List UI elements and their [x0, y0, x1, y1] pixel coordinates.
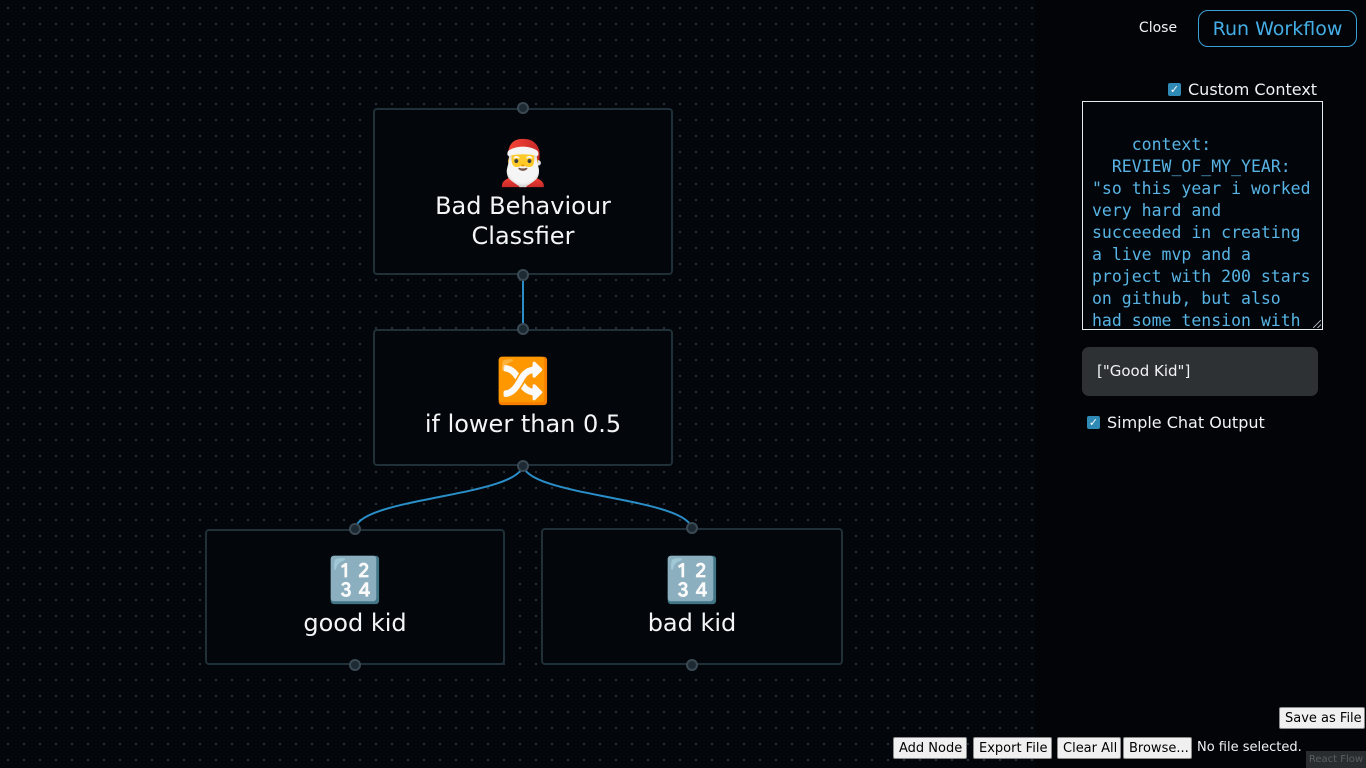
edge-condition-to-good-kid[interactable] — [354, 463, 524, 531]
node-label: bad kid — [647, 608, 737, 637]
simple-chat-output-toggle[interactable]: ✓ Simple Chat Output — [1087, 413, 1265, 432]
workflow-output: ["Good Kid"] — [1082, 347, 1318, 396]
close-button[interactable]: Close — [1138, 17, 1178, 39]
source-handle[interactable] — [349, 659, 361, 671]
clear-all-button[interactable]: Clear All — [1057, 737, 1121, 759]
shuffle-icon: 🔀 — [495, 355, 551, 407]
node-label: good kid — [303, 609, 407, 637]
custom-context-checkbox[interactable]: ✓ — [1168, 83, 1181, 96]
simple-chat-output-checkbox[interactable]: ✓ — [1087, 416, 1100, 429]
node-bad-kid[interactable]: 🔢 bad kid — [541, 522, 843, 671]
add-node-button[interactable]: Add Node — [893, 737, 967, 759]
react-flow-attribution[interactable]: React Flow — [1306, 751, 1366, 768]
custom-context-label: Custom Context — [1188, 80, 1318, 99]
context-text: context: REVIEW_OF_MY_YEAR: "so this yea… — [1092, 135, 1311, 330]
source-handle[interactable] — [686, 659, 698, 671]
edge-condition-to-bad-kid[interactable] — [522, 463, 693, 531]
node-label: if lower than 0.5 — [424, 409, 622, 438]
context-textarea[interactable]: context: REVIEW_OF_MY_YEAR: "so this yea… — [1082, 101, 1323, 330]
target-handle[interactable] — [517, 323, 529, 335]
node-bad-behaviour-classifier[interactable]: 🎅 Bad Behaviour Classfier — [373, 102, 673, 281]
node-good-kid[interactable]: 🔢 good kid — [205, 523, 505, 671]
node-if-lower-than[interactable]: 🔀 if lower than 0.5 — [373, 323, 673, 472]
resize-handle-icon[interactable] — [1313, 320, 1321, 328]
target-handle[interactable] — [349, 523, 361, 535]
numbers-icon: 🔢 — [327, 555, 383, 606]
simple-chat-output-label: Simple Chat Output — [1107, 413, 1265, 432]
santa-icon: 🎅 — [495, 137, 551, 189]
run-panel: Close Run Workflow ✓ Custom Context cont… — [1035, 0, 1366, 768]
node-label: Bad Behaviour Classfier — [435, 191, 611, 250]
save-as-file-button[interactable]: Save as File — [1279, 707, 1365, 729]
browse-file-button[interactable]: Browse... — [1123, 737, 1192, 759]
custom-context-toggle[interactable]: ✓ Custom Context — [1168, 80, 1317, 99]
source-handle[interactable] — [517, 460, 529, 472]
target-handle[interactable] — [517, 102, 529, 114]
flow-canvas[interactable]: 🎅 Bad Behaviour Classfier 🔀 if lower tha… — [0, 0, 1035, 768]
file-status-text: No file selected. — [1197, 740, 1302, 755]
source-handle[interactable] — [517, 269, 529, 281]
run-workflow-button[interactable]: Run Workflow — [1198, 10, 1357, 47]
numbers-icon: 🔢 — [664, 554, 720, 606]
export-file-button[interactable]: Export File — [973, 737, 1052, 759]
target-handle[interactable] — [686, 522, 698, 534]
